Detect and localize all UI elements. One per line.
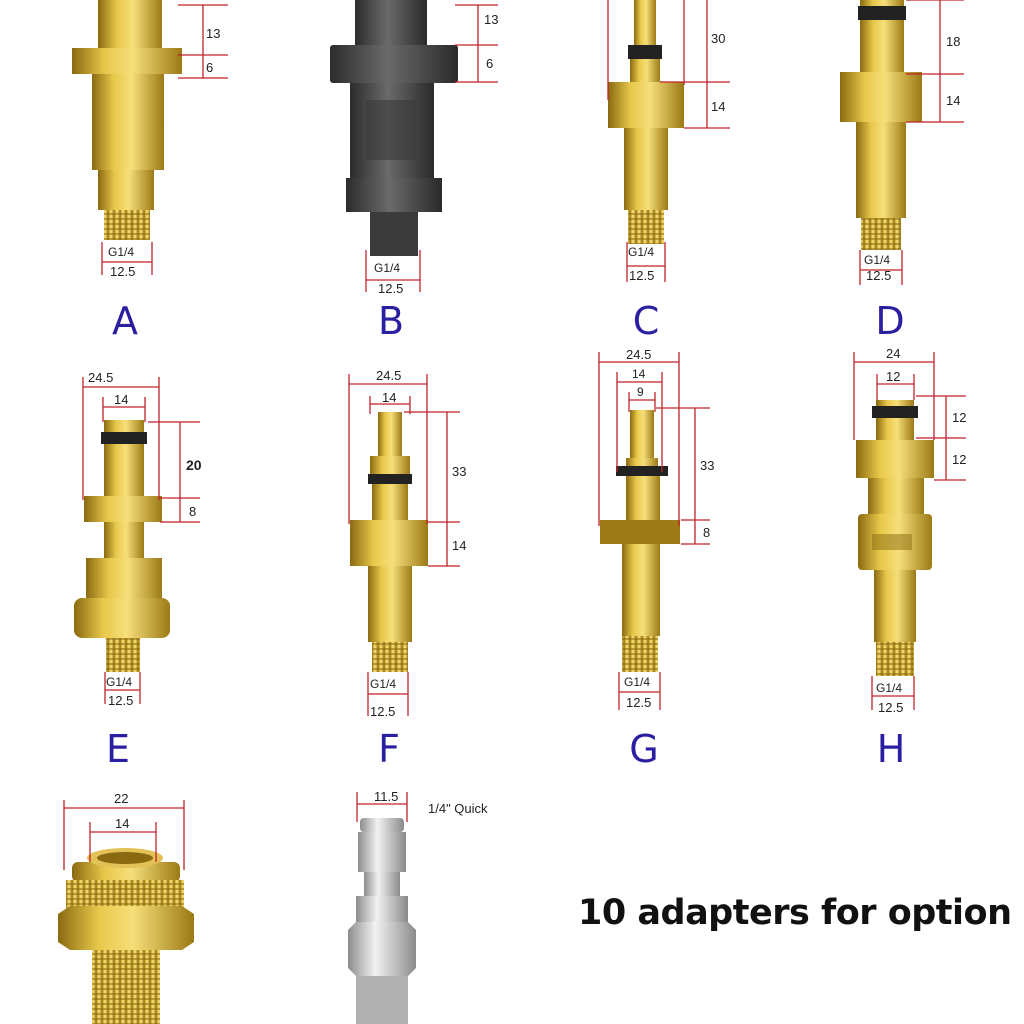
adapter-label-d: D (875, 299, 905, 343)
adapter-c: 30 14 G1/4 12.5 (607, 0, 730, 283)
adapter-c-thread-dia: 12.5 (629, 268, 654, 283)
adapter-f-dim-1: 24.5 (376, 368, 401, 383)
adapter-b-dim-1: 13 (484, 12, 498, 27)
adapter-label-c: C (632, 299, 660, 343)
adapter-e: 24.5 14 20 8 G1/4 12.5 (74, 370, 202, 708)
adapter-c-dim-1: 30 (711, 31, 725, 46)
adapter-nut: 22 14 (58, 791, 194, 1024)
adapter-f-dim-3: 33 (452, 464, 466, 479)
adapter-g-thread-dia: 12.5 (626, 695, 651, 710)
adapter-e-thread-dia: 12.5 (108, 693, 133, 708)
adapter-g-thread: G1/4 (624, 675, 650, 689)
adapter-c-thread: G1/4 (628, 245, 654, 259)
adapter-f-dim-2: 14 (382, 390, 396, 405)
adapter-h-thread: G1/4 (876, 681, 902, 695)
adapter-b: 13 6 G1/4 12.5 (330, 0, 498, 296)
adapter-b-thread-dia: 12.5 (378, 281, 403, 296)
adapter-d-dim-1: 18 (946, 34, 960, 49)
headline-text: 10 adapters for option (578, 893, 1012, 933)
adapter-quick-dim-1: 11.5 (374, 789, 398, 804)
adapter-c-dim-2: 14 (711, 99, 725, 114)
adapter-e-thread: G1/4 (106, 675, 132, 689)
adapter-a-dim-1: 13 (206, 26, 220, 41)
adapter-d-dim-2: 14 (946, 93, 960, 108)
adapter-d-thread: G1/4 (864, 253, 890, 267)
adapter-label-b: B (377, 299, 405, 343)
adapter-h-dim-3: 12 (952, 410, 966, 425)
adapter-label-g: G (629, 727, 659, 771)
adapter-h-dim-2: 12 (886, 369, 900, 384)
adapter-f-dim-4: 14 (452, 538, 466, 553)
adapter-b-thread: G1/4 (374, 261, 400, 275)
adapter-e-dim-2: 14 (114, 392, 128, 407)
adapter-g-dim-5: 8 (703, 525, 710, 540)
adapter-g-dim-3: 9 (637, 385, 644, 399)
adapter-a: 13 6 G1/4 12.5 (72, 0, 228, 279)
adapter-a-thread-dia: 12.5 (110, 264, 135, 279)
adapter-nut-dim-2: 14 (115, 816, 129, 831)
adapter-g: 24.5 14 9 33 8 G1/4 12.5 (598, 347, 714, 710)
adapter-f-thread: G1/4 (370, 677, 396, 691)
adapter-a-thread: G1/4 (108, 245, 134, 259)
adapter-g-dim-1: 24.5 (626, 347, 651, 362)
adapter-d-thread-dia: 12.5 (866, 268, 891, 283)
adapter-nut-dim-1: 22 (114, 791, 128, 806)
adapter-f-thread-dia: 12.5 (370, 704, 395, 719)
adapter-h-thread-dia: 12.5 (878, 700, 903, 715)
adapter-g-dim-4: 33 (700, 458, 714, 473)
adapter-quick-note: 1/4" Quick (428, 801, 488, 816)
adapter-a-dim-2: 6 (206, 60, 213, 75)
adapter-d: 18 14 G1/4 12.5 (840, 0, 964, 285)
adapter-g-dim-2: 14 (632, 367, 646, 381)
adapter-quick-connect: 11.5 1/4" Quick (348, 789, 488, 1024)
adapter-h-dim-1: 24 (886, 346, 900, 361)
adapter-e-dim-3: 20 (186, 457, 202, 473)
adapter-label-a: A (112, 299, 138, 343)
adapter-f: 24.5 14 33 14 G1/4 12.5 (348, 368, 466, 719)
adapter-b-dim-2: 6 (486, 56, 493, 71)
adapter-label-f: F (378, 727, 400, 771)
adapter-h-dim-4: 12 (952, 452, 966, 467)
adapter-e-dim-4: 8 (189, 504, 196, 519)
adapter-label-h: H (876, 727, 906, 771)
adapter-label-e: E (105, 727, 131, 771)
adapter-e-dim-1: 24.5 (88, 370, 113, 385)
adapter-h: 24 12 12 12 G1/4 12.5 (853, 346, 966, 715)
